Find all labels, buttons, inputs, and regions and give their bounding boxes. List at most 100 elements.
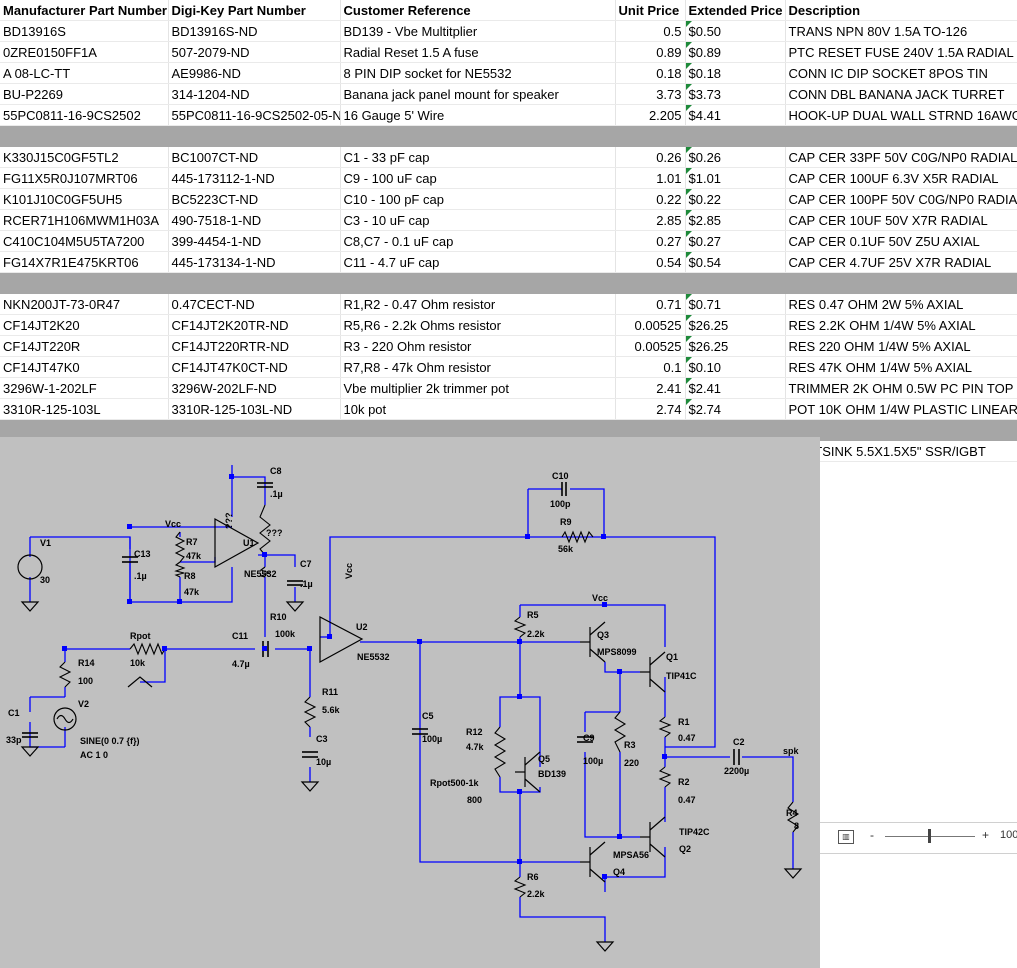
table-cell[interactable]: POT 10K OHM 1/4W PLASTIC LINEAR	[785, 398, 1017, 420]
separator-cell[interactable]	[0, 125, 169, 147]
separator-cell[interactable]	[340, 125, 616, 147]
table-cell[interactable]: $0.27	[685, 230, 786, 252]
table-cell[interactable]: 490-7518-1-ND	[168, 209, 341, 231]
table-cell[interactable]: CONN IC DIP SOCKET 8POS TIN	[785, 62, 1017, 84]
table-cell[interactable]: R5,R6 - 2.2k Ohms resistor	[340, 314, 616, 336]
table-cell[interactable]: $0.26	[685, 146, 786, 168]
table-cell[interactable]: 3310R-125-103L	[0, 398, 169, 420]
table-cell[interactable]: 0.27	[615, 230, 686, 252]
table-cell[interactable]: $0.50	[685, 20, 786, 42]
table-cell[interactable]: 0.89	[615, 41, 686, 63]
table-cell[interactable]: $2.74	[685, 398, 786, 420]
table-cell[interactable]: 0.00525	[615, 335, 686, 357]
table-cell[interactable]: 2.74	[615, 398, 686, 420]
table-cell[interactable]: A 08-LC-TT	[0, 62, 169, 84]
separator-cell[interactable]	[340, 272, 616, 294]
table-cell[interactable]: CF14JT220RTR-ND	[168, 335, 341, 357]
table-cell[interactable]: $0.18	[685, 62, 786, 84]
table-cell[interactable]: 0.71	[615, 293, 686, 315]
table-cell[interactable]: CAP CER 100UF 6.3V X5R RADIAL	[785, 167, 1017, 189]
separator-cell[interactable]	[685, 272, 786, 294]
table-cell[interactable]: 0.47CECT-ND	[168, 293, 341, 315]
table-cell[interactable]: BC5223CT-ND	[168, 188, 341, 210]
separator-cell[interactable]	[615, 419, 686, 441]
table-cell[interactable]: RES 2.2K OHM 1/4W 5% AXIAL	[785, 314, 1017, 336]
schematic-canvas[interactable]: C8 .1µ C10 100p R9 56k Vcc R7 47k U1 ???…	[0, 437, 820, 968]
table-cell[interactable]: CAP CER 10UF 50V X7R RADIAL	[785, 209, 1017, 231]
table-cell[interactable]: RCER71H106MWM1H03A	[0, 209, 169, 231]
table-cell[interactable]: $4.41	[685, 104, 786, 126]
table-cell[interactable]: BC1007CT-ND	[168, 146, 341, 168]
table-cell[interactable]: BD139 - Vbe Multitplier	[340, 20, 616, 42]
table-cell[interactable]: $2.85	[685, 209, 786, 231]
table-cell[interactable]: R1,R2 - 0.47 Ohm resistor	[340, 293, 616, 315]
table-cell[interactable]: RES 0.47 OHM 2W 5% AXIAL	[785, 293, 1017, 315]
separator-cell[interactable]	[785, 125, 1017, 147]
separator-cell[interactable]	[685, 125, 786, 147]
table-cell[interactable]: $26.25	[685, 314, 786, 336]
table-cell[interactable]: CF14JT47K0	[0, 356, 169, 378]
zoom-slider-thumb[interactable]	[928, 829, 931, 843]
table-cell[interactable]: FG11X5R0J107MRT06	[0, 167, 169, 189]
schematic-editor[interactable]: C8 .1µ C10 100p R9 56k Vcc R7 47k U1 ???…	[0, 437, 820, 968]
table-cell[interactable]: 16 Gauge 5' Wire	[340, 104, 616, 126]
table-cell[interactable]: 314-1204-ND	[168, 83, 341, 105]
table-cell[interactable]: $0.89	[685, 41, 786, 63]
table-cell[interactable]: K330J15C0GF5TL2	[0, 146, 169, 168]
table-cell[interactable]: 0.18	[615, 62, 686, 84]
table-cell[interactable]: HOOK-UP DUAL WALL STRND 16AWG 5	[785, 104, 1017, 126]
table-cell[interactable]: HEATSINK 5.5X1.5X5" SSR/IGBT	[785, 440, 1017, 462]
table-cell[interactable]: 55PC0811-16-9CS2502-05-ND	[168, 104, 341, 126]
zoom-in-button[interactable]: +	[982, 828, 990, 842]
column-header[interactable]: Extended Price	[685, 0, 786, 21]
table-cell[interactable]: 0.26	[615, 146, 686, 168]
table-cell[interactable]: 0.5	[615, 20, 686, 42]
table-cell[interactable]: 1.01	[615, 167, 686, 189]
table-cell[interactable]: Radial Reset 1.5 A fuse	[340, 41, 616, 63]
table-cell[interactable]: RES 47K OHM 1/4W 5% AXIAL	[785, 356, 1017, 378]
separator-cell[interactable]	[0, 272, 169, 294]
table-cell[interactable]: 2.205	[615, 104, 686, 126]
table-cell[interactable]: $1.01	[685, 167, 786, 189]
table-cell[interactable]: BD13916S	[0, 20, 169, 42]
table-cell[interactable]: C3 - 10 uF cap	[340, 209, 616, 231]
table-cell[interactable]: C10 - 100 pF cap	[340, 188, 616, 210]
table-cell[interactable]: 0ZRE0150FF1A	[0, 41, 169, 63]
table-cell[interactable]: 0.00525	[615, 314, 686, 336]
column-header[interactable]: Digi-Key Part Number	[168, 0, 341, 21]
table-cell[interactable]: AE9986-ND	[168, 62, 341, 84]
table-cell[interactable]: RES 220 OHM 1/4W 5% AXIAL	[785, 335, 1017, 357]
column-header[interactable]: Manufacturer Part Number	[0, 0, 169, 21]
table-cell[interactable]: Banana jack panel mount for speaker	[340, 83, 616, 105]
table-cell[interactable]: CF14JT220R	[0, 335, 169, 357]
table-cell[interactable]: $0.54	[685, 251, 786, 273]
table-cell[interactable]: K101J10C0GF5UH5	[0, 188, 169, 210]
table-cell[interactable]: R7,R8 - 47k Ohm resistor	[340, 356, 616, 378]
table-cell[interactable]: 507-2079-ND	[168, 41, 341, 63]
table-cell[interactable]: 10k pot	[340, 398, 616, 420]
table-cell[interactable]: 8 PIN DIP socket for NE5532	[340, 62, 616, 84]
table-cell[interactable]: 3296W-202LF-ND	[168, 377, 341, 399]
separator-cell[interactable]	[785, 272, 1017, 294]
table-cell[interactable]: C11 - 4.7 uF cap	[340, 251, 616, 273]
zoom-out-button[interactable]: -	[870, 828, 874, 842]
table-cell[interactable]: FG14X7R1E475KRT06	[0, 251, 169, 273]
column-header[interactable]: Description	[785, 0, 1017, 21]
table-cell[interactable]: 445-173134-1-ND	[168, 251, 341, 273]
table-cell[interactable]: TRANS NPN 80V 1.5A TO-126	[785, 20, 1017, 42]
page-layout-icon[interactable]: ▥	[838, 830, 854, 844]
table-cell[interactable]: 0.1	[615, 356, 686, 378]
table-cell[interactable]: PTC RESET FUSE 240V 1.5A RADIAL	[785, 41, 1017, 63]
separator-cell[interactable]	[168, 125, 341, 147]
table-cell[interactable]: 445-173112-1-ND	[168, 167, 341, 189]
table-cell[interactable]: $0.10	[685, 356, 786, 378]
table-cell[interactable]: $0.71	[685, 293, 786, 315]
table-cell[interactable]: 2.85	[615, 209, 686, 231]
table-cell[interactable]: $3.73	[685, 83, 786, 105]
separator-cell[interactable]	[615, 125, 686, 147]
table-cell[interactable]: 3.73	[615, 83, 686, 105]
separator-cell[interactable]	[615, 272, 686, 294]
table-cell[interactable]: CF14JT2K20	[0, 314, 169, 336]
separator-cell[interactable]	[785, 419, 1017, 441]
table-cell[interactable]: 2.41	[615, 377, 686, 399]
